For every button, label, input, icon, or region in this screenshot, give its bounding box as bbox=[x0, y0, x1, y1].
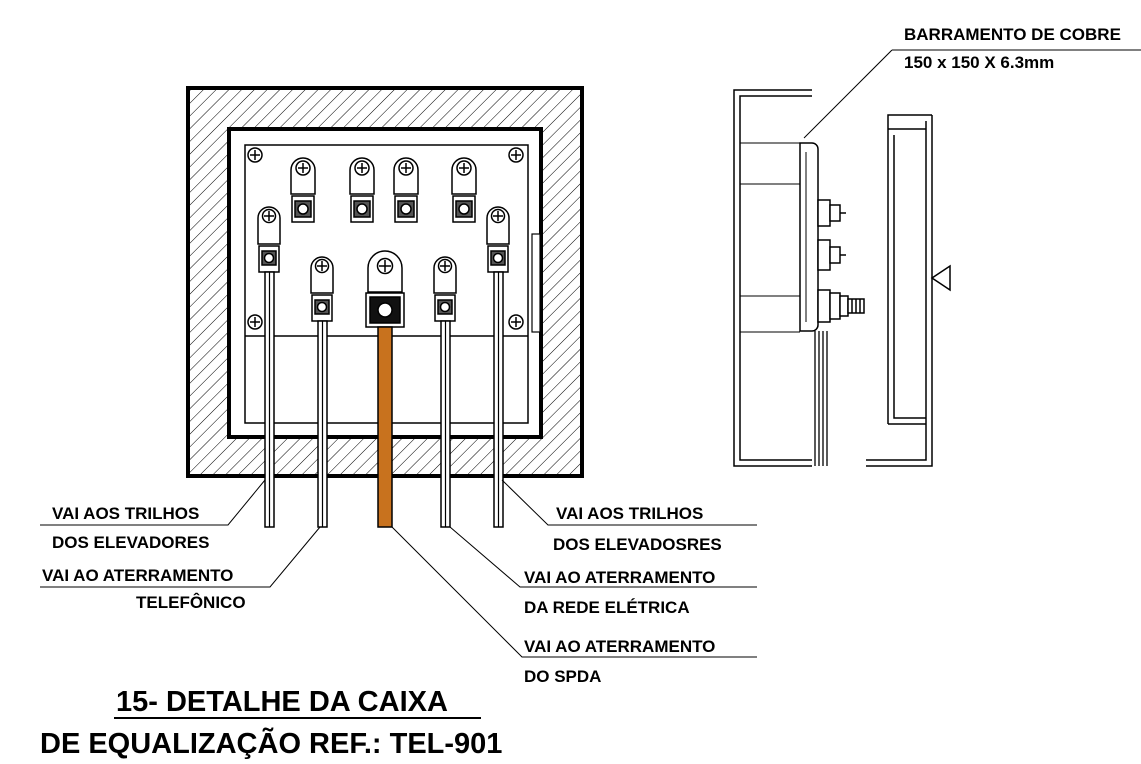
drawing-title-line2: DE EQUALIZAÇÃO REF.: TEL-901 bbox=[40, 728, 503, 760]
label-right-trilhos-line2: DOS ELEVADOSRES bbox=[553, 535, 722, 554]
label-left-trilhos-line2: DOS ELEVADORES bbox=[52, 533, 210, 552]
spda-cable-lug-icon bbox=[365, 250, 405, 328]
side-view bbox=[733, 49, 1141, 467]
screw-icon bbox=[508, 147, 524, 163]
top-connectors bbox=[290, 157, 477, 223]
label-left-aterramento-line1: VAI AO ATERRAMENTO bbox=[42, 566, 234, 585]
cable-lug-icon bbox=[290, 157, 316, 223]
label-spda-line2: DO SPDA bbox=[524, 667, 602, 686]
conductor-elevator-right bbox=[493, 271, 504, 528]
screw-icon bbox=[247, 314, 263, 330]
drawing-title-line1: 15- DETALHE DA CAIXA bbox=[116, 686, 448, 718]
label-barramento-line1: BARRAMENTO DE COBRE bbox=[904, 25, 1121, 44]
label-left-aterramento-line2: TELEFÔNICO bbox=[136, 593, 246, 612]
box-profile-right bbox=[866, 114, 933, 467]
bolt-icons bbox=[817, 199, 865, 323]
corner-screw-icons bbox=[247, 147, 524, 330]
conductor-spda bbox=[377, 326, 393, 528]
barramento-leader bbox=[803, 49, 893, 139]
cable-lug-icon bbox=[433, 256, 457, 322]
box-profile-left bbox=[733, 89, 812, 467]
door-handle-icon bbox=[930, 264, 951, 292]
cable-lug-icon bbox=[257, 206, 281, 273]
label-spda-line1: VAI AO ATERRAMENTO bbox=[524, 637, 716, 656]
conductor-electrical-grid bbox=[440, 320, 451, 528]
conductor-telephone bbox=[317, 320, 328, 528]
label-barramento-line2: 150 x 150 X 6.3mm bbox=[904, 53, 1055, 72]
conductors bbox=[264, 271, 504, 528]
cable-lug-icon bbox=[486, 206, 510, 273]
door-hinge bbox=[531, 233, 541, 333]
label-right-aterramento-line1: VAI AO ATERRAMENTO bbox=[524, 568, 716, 587]
cable-lug-icon bbox=[349, 157, 375, 223]
label-right-trilhos-line1: VAI AOS TRILHOS bbox=[556, 504, 704, 523]
screw-icon bbox=[247, 147, 263, 163]
screw-icon bbox=[508, 314, 524, 330]
side-cables bbox=[814, 331, 828, 466]
conductor-elevator-left bbox=[264, 271, 275, 528]
label-right-aterramento-line2: DA REDE ELÉTRICA bbox=[524, 598, 690, 617]
cable-lug-icon bbox=[451, 157, 477, 223]
cable-lug-icon bbox=[310, 256, 334, 322]
busbar-plate bbox=[799, 142, 819, 332]
cable-lug-icon bbox=[393, 157, 419, 223]
front-view bbox=[186, 86, 584, 528]
label-left-trilhos-line1: VAI AOS TRILHOS bbox=[52, 504, 200, 523]
side-connectors bbox=[257, 206, 510, 328]
leader-lines bbox=[40, 479, 757, 658]
